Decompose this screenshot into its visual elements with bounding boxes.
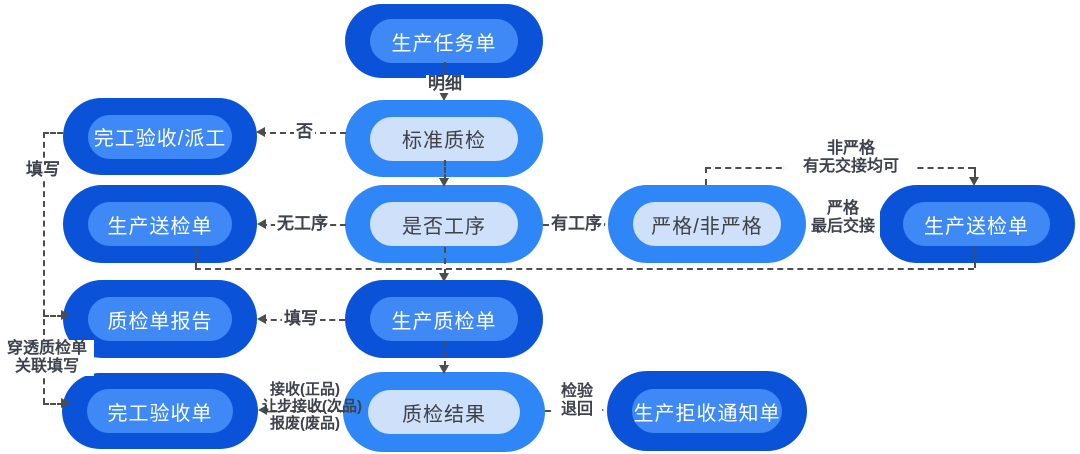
edge-result-to-accept-line — [262, 410, 343, 412]
node-completion-dispatch: 完工验收/派工 — [63, 98, 257, 175]
edge-nonstrict-up-line — [705, 167, 707, 185]
edge-qcsheet-to-report-arrow-icon — [257, 314, 266, 324]
node-send-inspection-left-label: 生产送检单 — [88, 202, 232, 246]
edge-process-to-qcsheet-line — [444, 247, 446, 275]
edge-process-to-qcsheet-arrow-icon — [439, 273, 449, 282]
edge-label-no-process: 无工序 — [275, 214, 330, 233]
edge-label-nonstrict-handover: 非严格 有无交接均可 — [786, 140, 916, 176]
rail-top-link-line — [43, 132, 63, 134]
node-send-inspection-left: 生产送检单 — [63, 185, 257, 263]
node-send-inspection-right: 生产送检单 — [878, 185, 1075, 263]
node-strict-check: 严格/非严格 — [608, 185, 806, 263]
edge-label-has-process: 有工序 — [549, 214, 604, 233]
edge-label-nonstrict-line2: 有无交接均可 — [802, 158, 899, 175]
node-production-task-order-label: 生产任务单 — [370, 19, 518, 63]
edge-standard-to-process-line — [444, 160, 446, 180]
node-qc-report: 质检单报告 — [63, 280, 257, 358]
node-reject-notice-label: 生产拒收通知单 — [632, 389, 782, 433]
edge-label-penetrate-line1: 穿透质检单 — [6, 340, 87, 357]
edge-label-detail: 明细 — [426, 74, 464, 93]
node-process-check-label: 是否工序 — [370, 202, 518, 246]
edge-label-penetrate-fill: 穿透质检单 关联填写 — [0, 340, 94, 376]
edge-label-accept-group: 接收(正品) 让步接收(次品) 报废(废品) — [260, 381, 362, 432]
edge-standard-to-process-arrow-icon — [439, 178, 449, 187]
node-completion-acceptance-label: 完工验收单 — [87, 389, 233, 433]
rail-to-acceptance-arrow-icon — [61, 398, 70, 408]
edge-label-strict-last-handover: 严格 最后交接 — [806, 200, 880, 236]
node-reject-notice: 生产拒收通知单 — [607, 371, 807, 451]
edge-qcsheet-to-result-line — [444, 341, 446, 367]
rail-vertical-line — [43, 132, 45, 404]
edge-label-inspection-return: 检验 退回 — [552, 383, 602, 419]
edge-label-penetrate-line2: 关联填写 — [14, 358, 79, 375]
edge-label-accept-line2: 让步接收(次品) — [262, 398, 362, 415]
node-standard-qc-label: 标准质检 — [370, 116, 518, 161]
edge-label-fill-rail: 填写 — [24, 160, 62, 179]
edge-sendright-drop-line — [974, 246, 976, 268]
rail-to-acceptance-line — [43, 403, 63, 405]
edge-label-strict-line1: 严格 — [826, 200, 859, 217]
edge-sendleft-drop-line — [195, 248, 197, 268]
node-process-check: 是否工序 — [345, 185, 543, 263]
edge-task-to-standard-arrow-icon — [439, 92, 449, 101]
edge-standard-to-dispatch-arrow-icon — [256, 127, 265, 137]
node-send-inspection-right-label: 生产送检单 — [903, 202, 1050, 246]
node-qc-result: 质检结果 — [343, 372, 545, 452]
edge-label-no: 否 — [294, 122, 315, 141]
edge-merge-rail-line — [195, 268, 974, 270]
node-production-qc-sheet-label: 生产质检单 — [370, 297, 518, 341]
edge-nonstrict-down-line — [974, 167, 976, 179]
edge-qcsheet-to-result-arrow-icon — [439, 365, 449, 374]
edge-result-to-accept-arrow-icon — [258, 405, 267, 415]
edge-nonstrict-arrow-icon — [969, 177, 979, 186]
node-completion-dispatch-label: 完工验收/派工 — [88, 114, 232, 159]
edge-label-return-line1: 检验 — [560, 383, 593, 400]
edge-label-return-line2: 退回 — [560, 401, 593, 418]
rail-to-report-arrow-icon — [61, 310, 70, 320]
edge-label-nonstrict-line1: 非严格 — [826, 140, 875, 157]
edge-process-to-sendleft-arrow-icon — [257, 219, 266, 229]
edge-label-accept-line1: 接收(正品) — [270, 381, 340, 398]
node-completion-acceptance: 完工验收单 — [62, 373, 258, 449]
node-strict-check-label: 严格/非严格 — [633, 202, 781, 246]
edge-label-fill-mid: 填写 — [282, 309, 320, 328]
node-standard-qc: 标准质检 — [345, 100, 543, 177]
edge-label-strict-line2: 最后交接 — [810, 218, 875, 235]
rail-to-report-line — [43, 315, 63, 317]
edge-label-accept-line3: 报废(废品) — [270, 415, 340, 432]
node-qc-result-label: 质检结果 — [368, 390, 520, 434]
node-qc-report-label: 质检单报告 — [88, 297, 232, 341]
